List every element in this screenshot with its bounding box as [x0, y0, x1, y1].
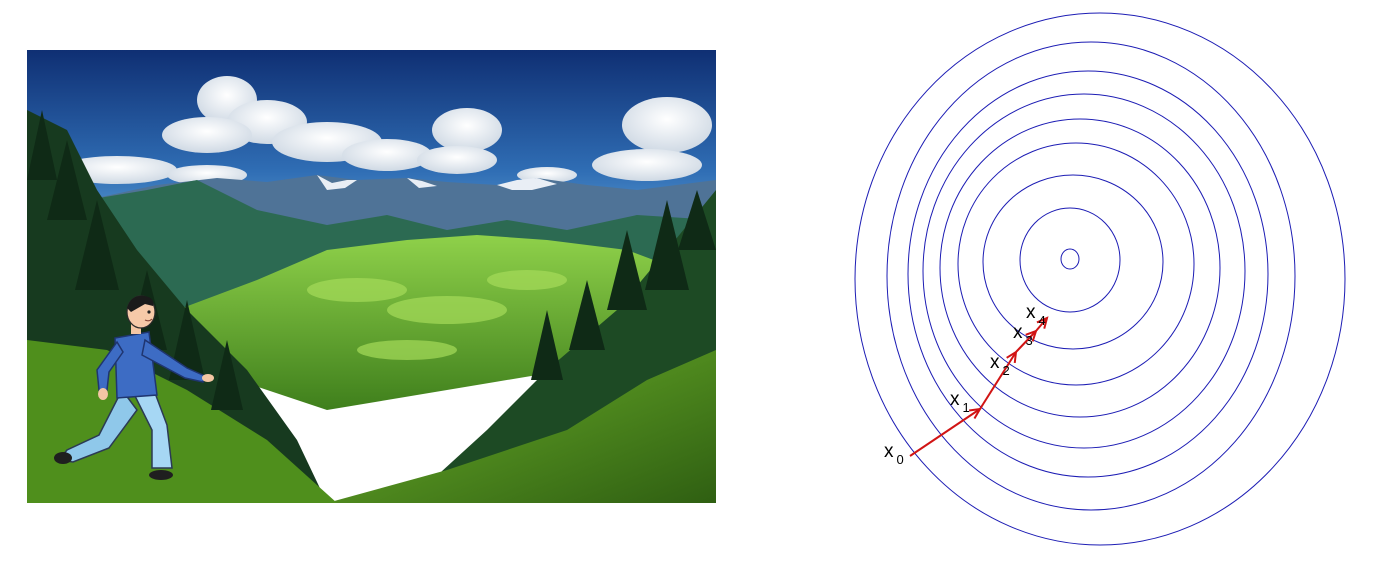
descent-step-arrow	[909, 408, 981, 457]
contour-lines	[854, 12, 1346, 546]
contour-line	[886, 41, 1296, 511]
iterate-base: x	[1013, 322, 1023, 343]
iterate-subscript: 1	[963, 400, 970, 415]
contour-line	[907, 70, 1269, 478]
descent-step-arrow	[1015, 330, 1037, 353]
valley-fields	[307, 270, 567, 360]
pine-trees	[27, 110, 716, 410]
contour-line	[957, 142, 1195, 386]
arrowhead	[1036, 316, 1049, 329]
iterate-base: x	[884, 441, 894, 462]
iterate-base: x	[990, 352, 1000, 373]
right-meadow	[327, 350, 716, 503]
contour-line	[939, 118, 1221, 418]
descent-step-arrow	[979, 351, 1017, 410]
iterate-base: x	[950, 389, 960, 410]
mountain-landscape-photo	[27, 50, 716, 503]
iterate-subscript: 4	[1039, 313, 1046, 328]
iterate-base: x	[1026, 302, 1036, 323]
contour-line	[922, 93, 1246, 449]
descent-path	[909, 316, 1049, 457]
iterate-subscript: 2	[1003, 363, 1010, 378]
hiker-figure	[54, 295, 214, 480]
arrowhead	[1006, 350, 1018, 364]
snow-caps	[317, 175, 557, 190]
contour-line	[1019, 207, 1121, 313]
contour-line	[982, 174, 1164, 350]
contour-line	[854, 12, 1346, 546]
iterate-subscript: 3	[1026, 333, 1033, 348]
contour-line	[1060, 248, 1080, 270]
landscape-illustration	[27, 50, 716, 503]
iterate-subscript: 0	[897, 452, 904, 467]
descent-step-arrow	[1035, 317, 1048, 332]
